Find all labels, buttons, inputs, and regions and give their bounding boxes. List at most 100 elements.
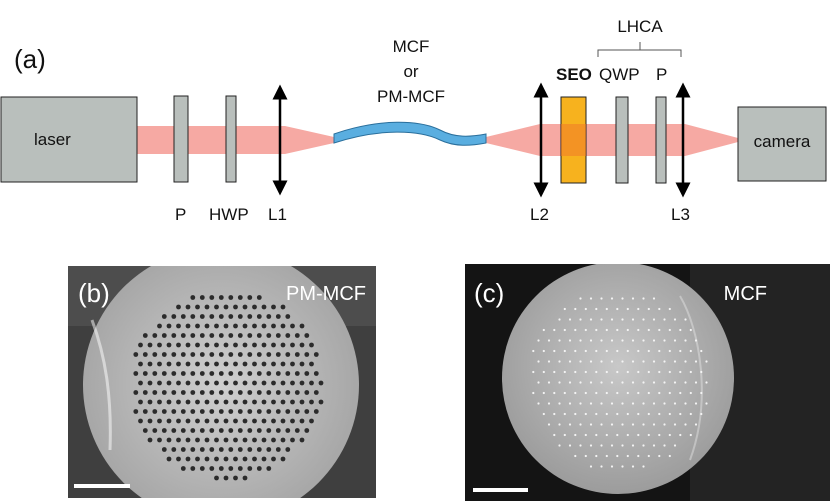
fiber-core <box>595 454 598 458</box>
fiber-core <box>537 402 540 405</box>
fiber-core <box>584 412 587 416</box>
fiber-core <box>266 314 272 319</box>
fiber-core <box>673 318 677 321</box>
fiber-core <box>190 409 196 414</box>
fiber-core <box>166 323 172 329</box>
fiber-core <box>285 447 291 452</box>
fiber-core <box>195 456 200 462</box>
fiber-core <box>237 409 243 414</box>
fiber-core <box>694 339 698 342</box>
fiber-core <box>647 307 650 311</box>
fiber-core <box>252 304 257 310</box>
fiber-core <box>563 412 566 416</box>
fiber-core <box>228 466 234 471</box>
fiber-core <box>537 381 540 384</box>
fiber-core <box>180 352 186 357</box>
fiber-core <box>668 433 671 437</box>
fiber-core <box>223 399 229 405</box>
fiber-core <box>271 304 276 310</box>
fiber-core <box>190 352 196 357</box>
fiber <box>333 121 487 146</box>
fiber-core <box>637 307 640 311</box>
fiber-core <box>658 433 661 437</box>
fiber-core <box>574 391 577 395</box>
fiber-core <box>161 333 167 338</box>
fiber-core <box>237 428 243 433</box>
fiber-core <box>631 402 635 405</box>
fiber-core <box>209 409 215 414</box>
fiber-core <box>237 314 243 319</box>
fiber-core <box>626 391 629 395</box>
fiber-core <box>652 318 656 321</box>
fiber-core <box>266 466 272 471</box>
fiber-core <box>631 297 635 300</box>
fiber-core <box>209 466 215 471</box>
fiber-core <box>204 323 210 329</box>
fiber-core <box>595 349 598 353</box>
panel-b-micrograph: (b) PM-MCF <box>68 266 376 498</box>
fiber-core <box>600 297 603 300</box>
fiber-core <box>180 314 186 319</box>
fiber-label-line1: MCF <box>393 37 430 56</box>
fiber-core <box>199 314 205 319</box>
fiber-core <box>285 314 291 319</box>
fiber-core <box>214 399 219 405</box>
fiber-core <box>304 409 310 414</box>
fiber-core <box>171 447 177 452</box>
fiber-core <box>237 390 243 395</box>
fiber-core <box>223 475 229 481</box>
fiber-core <box>579 444 582 447</box>
fiber-core <box>275 447 281 452</box>
fiber-core <box>568 402 572 405</box>
fiber-core <box>166 342 172 348</box>
fiber-core <box>256 466 262 471</box>
fiber-core <box>589 402 593 405</box>
fiber-core <box>684 318 687 321</box>
fiber-core <box>195 380 200 386</box>
fiber-core <box>199 295 205 300</box>
fiber-core <box>147 437 153 443</box>
fiber-core <box>553 433 556 437</box>
fiber-core <box>161 428 167 433</box>
fiber-core <box>142 409 148 414</box>
fiber-core <box>237 447 243 452</box>
fiber-core <box>242 437 248 443</box>
fiber-core <box>626 349 629 353</box>
fiber-core <box>610 297 614 300</box>
mcf-cross-section <box>502 264 734 494</box>
fiber-core <box>271 342 276 348</box>
fiber-core <box>176 437 181 443</box>
fiber-core <box>152 409 158 414</box>
fiber-core <box>204 437 210 443</box>
fiber-core <box>133 371 139 376</box>
fiber-core <box>275 409 281 414</box>
fiber-core <box>266 447 272 452</box>
fiber-core <box>663 381 666 384</box>
hwp-label: HWP <box>209 205 249 224</box>
fiber-core <box>180 466 186 471</box>
fiber-core <box>166 437 172 443</box>
fiber-core <box>204 418 210 424</box>
fiber-core <box>176 456 181 462</box>
fiber-core <box>642 297 645 300</box>
fiber-core <box>280 399 286 405</box>
fiber-core <box>532 370 535 374</box>
fiber-core <box>658 412 661 416</box>
fiber-core <box>313 371 319 376</box>
fiber-core <box>142 390 148 395</box>
fiber-core <box>218 428 224 433</box>
fiber-core <box>689 328 692 332</box>
fiber-core <box>579 297 582 300</box>
panel-c-title: MCF <box>724 283 767 305</box>
fiber-core <box>142 371 148 376</box>
fiber-core <box>185 456 191 462</box>
fiber-core <box>247 409 253 414</box>
fiber-core <box>600 381 603 384</box>
fiber-core <box>171 314 177 319</box>
fiber-core <box>309 399 314 405</box>
fiber-core <box>679 433 682 437</box>
fiber-core <box>689 412 692 416</box>
fiber-core <box>584 307 587 311</box>
fiber-core <box>658 349 661 353</box>
fiber-core <box>214 304 219 310</box>
